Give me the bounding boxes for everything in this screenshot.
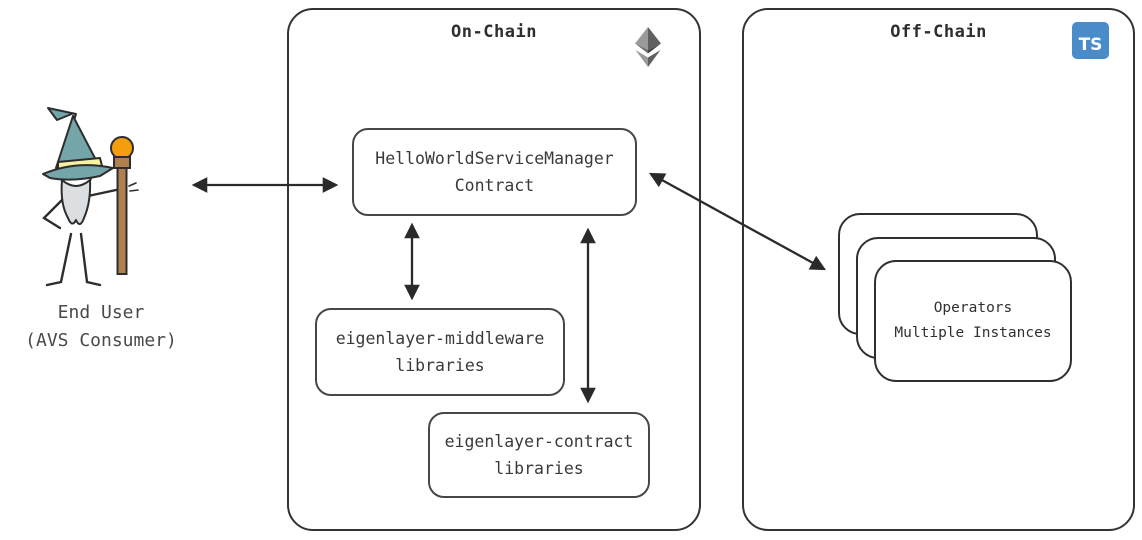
end-user-line1: End User xyxy=(57,302,145,323)
typescript-icon-label: TS xyxy=(1078,35,1103,55)
eth-bottom-left-facet xyxy=(635,50,648,67)
typescript-icon: TS xyxy=(1072,22,1109,59)
service-manager-line2: Contract xyxy=(454,176,535,195)
middleware-libraries-node: eigenlayer-middleware libraries xyxy=(315,308,565,396)
end-user-line2: (AVS Consumer) xyxy=(25,330,177,351)
wizard-hat-brim xyxy=(42,164,114,181)
contract-line1: eigenlayer-contract xyxy=(444,432,634,451)
ethereum-icon xyxy=(635,27,661,67)
wizard-leg-left xyxy=(45,232,73,287)
contract-libraries-node: eigenlayer-contract libraries xyxy=(428,412,650,498)
service-manager-line1: HelloWorldServiceManager xyxy=(375,149,614,168)
eth-mid-right-facet xyxy=(648,43,661,54)
contract-line2: libraries xyxy=(494,459,584,478)
wizard-beard xyxy=(60,179,92,225)
wizard-moustache xyxy=(66,182,86,187)
operators-node: Operators Multiple Instances xyxy=(874,260,1072,382)
eth-bottom-right-facet xyxy=(648,50,661,67)
end-user-label: End User (AVS Consumer) xyxy=(6,299,196,355)
middleware-line2: libraries xyxy=(395,356,485,375)
operators-line1: Operators xyxy=(933,300,1013,316)
staff-cap xyxy=(113,156,131,169)
wizard-arm-right xyxy=(86,188,118,198)
wizard-icon xyxy=(42,107,139,287)
middleware-line1: eigenlayer-middleware xyxy=(335,329,545,348)
eth-top-right-facet xyxy=(648,27,661,50)
operators-line2: Multiple Instances xyxy=(894,325,1052,341)
eth-top-left-facet xyxy=(635,27,648,50)
service-manager-node: HelloWorldServiceManager Contract xyxy=(352,128,637,216)
staff-pole xyxy=(116,167,128,275)
wizard-leg-right xyxy=(79,232,102,287)
wizard-hand-lines xyxy=(128,182,139,192)
staff-orb xyxy=(110,136,134,160)
off-chain-title: Off-Chain xyxy=(890,22,987,42)
eth-mid-left-facet xyxy=(635,43,648,54)
wizard-arm-left xyxy=(42,196,66,230)
on-chain-title: On-Chain xyxy=(451,22,537,42)
